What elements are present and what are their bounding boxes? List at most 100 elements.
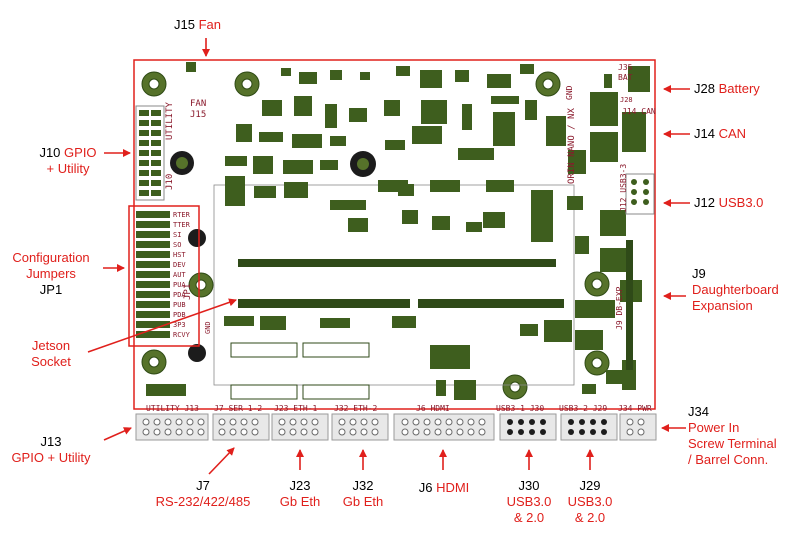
label-j12-ref: J12 xyxy=(694,195,715,210)
jumper-label: PUB xyxy=(173,301,186,309)
silk-j28: J28 xyxy=(620,96,633,104)
label-j6-ref: J6 xyxy=(418,480,433,495)
bottom-connectors xyxy=(135,413,657,441)
silk-j12-usb: J12 USB3-3 xyxy=(619,164,628,212)
label-j14-ref: J14 xyxy=(694,126,715,141)
label-j29-line1: USB3.0 xyxy=(567,494,613,509)
label-jp1-line1: Configuration xyxy=(12,250,90,265)
label-j29-line2: & 2.0 xyxy=(574,510,606,525)
jumper-label: PDB xyxy=(173,311,186,319)
label-j10-name2: + Utility xyxy=(46,161,90,176)
silk-j15: J15 xyxy=(190,110,206,120)
silk-db-exp: J9 DB-EXP xyxy=(615,286,624,330)
label-j23-ref: J23 xyxy=(289,478,311,493)
label-jp1-line2: Jumpers xyxy=(26,266,76,281)
label-j34-line1: Power In xyxy=(688,420,740,435)
label-j13: J13 GPIO + Utility xyxy=(0,434,102,466)
label-j28: J28 Battery xyxy=(694,81,760,97)
label-j30-ref: J30 xyxy=(518,478,540,493)
label-jetson-socket: Jetson Socket xyxy=(18,338,84,370)
bottom-silk: J6 HDMI xyxy=(416,404,450,413)
label-j12: J12 USB3.0 xyxy=(694,195,763,211)
jumper-silk-labels: RTER TTER SI SO HST DEV AUT PUA PDA PUB … xyxy=(173,211,191,339)
j9-header xyxy=(626,240,633,370)
label-j7-ref: J7 xyxy=(196,478,210,493)
jumper-label: PUA xyxy=(173,281,186,289)
bottom-silk: USB3-1 J30 xyxy=(496,404,544,413)
standoffs xyxy=(170,151,376,362)
label-j30-line1: USB3.0 xyxy=(506,494,552,509)
label-j10-ref: J10 xyxy=(39,145,61,160)
label-j14-name: CAN xyxy=(718,126,747,141)
label-j14: J14 CAN xyxy=(694,126,746,142)
label-j32-ref: J32 xyxy=(352,478,374,493)
label-j7: J7 RS-232/422/485 xyxy=(138,478,268,510)
bottom-silk: J23 ETH-1 xyxy=(274,404,318,413)
silk-gnd-left: GND xyxy=(204,321,212,334)
jumper-label: RCVY xyxy=(173,331,191,339)
silk-fan: FAN xyxy=(190,99,206,109)
label-j30-line2: & 2.0 xyxy=(513,510,545,525)
jumper-label: SO xyxy=(173,241,181,249)
label-j34: J34 Power In Screw Terminal / Barrel Con… xyxy=(688,404,777,468)
label-j9-line1: Daughterboard xyxy=(692,282,779,297)
mounting-holes xyxy=(141,71,610,400)
silk-j35: J35 xyxy=(618,63,633,72)
label-socket-line1: Jetson xyxy=(31,338,71,353)
jumper-label: TTER xyxy=(173,221,191,229)
label-j15: J15 Fan xyxy=(174,17,221,33)
callout-arrows xyxy=(87,38,690,475)
silk-gnd-top: GND xyxy=(565,85,574,100)
jp1-callout-box xyxy=(128,205,200,347)
jumper-label: 3P3 xyxy=(173,321,186,329)
label-j29-ref: J29 xyxy=(579,478,601,493)
silk-j10: J10 xyxy=(165,174,175,190)
label-j13-name: GPIO + Utility xyxy=(11,450,91,465)
label-j9-ref: J9 xyxy=(692,266,706,281)
components xyxy=(146,62,650,400)
label-j15-name: Fan xyxy=(198,17,221,32)
silk-orin: ORIN NANO / NX xyxy=(567,108,577,184)
label-j34-line3: / Barrel Conn. xyxy=(688,452,769,467)
label-socket-line2: Socket xyxy=(31,354,71,369)
label-j32-name: Gb Eth xyxy=(342,494,384,509)
jumper-label: PDA xyxy=(173,291,186,299)
silk-jp1: JP1 xyxy=(183,284,193,300)
bottom-silk: UTILITY J13 xyxy=(146,404,199,413)
magnetics xyxy=(230,342,370,400)
label-j29: J29 USB3.0 & 2.0 xyxy=(560,478,620,526)
label-jp1-ref: JP1 xyxy=(39,282,63,297)
silk-j14-can: J14 CAN xyxy=(622,107,656,116)
jumper-label: RTER xyxy=(173,211,191,219)
label-j34-line2: Screw Terminal xyxy=(688,436,777,451)
jumper-label: AUT xyxy=(173,271,186,279)
jumper-label: HST xyxy=(173,251,186,259)
label-j13-ref: J13 xyxy=(40,434,62,449)
label-j10-name: GPIO xyxy=(64,145,97,160)
label-j9-line2: Expansion xyxy=(692,298,753,313)
label-j28-ref: J28 xyxy=(694,81,715,96)
label-j15-ref: J15 xyxy=(174,17,195,32)
label-j6-name: HDMI xyxy=(436,480,470,495)
jumper-label: SI xyxy=(173,231,181,239)
silk-utility-left: UTILITY xyxy=(165,101,175,140)
j12-header xyxy=(625,173,655,215)
jumper-label: DEV xyxy=(173,261,186,269)
pcb-outline xyxy=(133,59,656,410)
label-j12-name: USB3.0 xyxy=(718,195,764,210)
label-j6: J6 HDMI xyxy=(404,480,484,496)
label-j32: J32 Gb Eth xyxy=(333,478,393,510)
label-j28-name: Battery xyxy=(718,81,760,96)
label-j10: J10 GPIO + Utility xyxy=(30,145,106,177)
bottom-silk: J32 ETH-2 xyxy=(334,404,378,413)
label-j30: J30 USB3.0 & 2.0 xyxy=(499,478,559,526)
label-j34-ref: J34 xyxy=(688,404,709,419)
label-j7-name: RS-232/422/485 xyxy=(155,494,251,509)
bottom-silk-labels: UTILITY J13 J7 SER 1-2 J23 ETH-1 J32 ETH… xyxy=(146,404,652,413)
bottom-silk: J7 SER 1-2 xyxy=(214,404,262,413)
label-j23-name: Gb Eth xyxy=(279,494,321,509)
silk-bat: BAT xyxy=(618,73,633,82)
bottom-silk: USB3-2 J29 xyxy=(559,404,607,413)
label-jp1: Configuration Jumpers JP1 xyxy=(0,250,102,298)
